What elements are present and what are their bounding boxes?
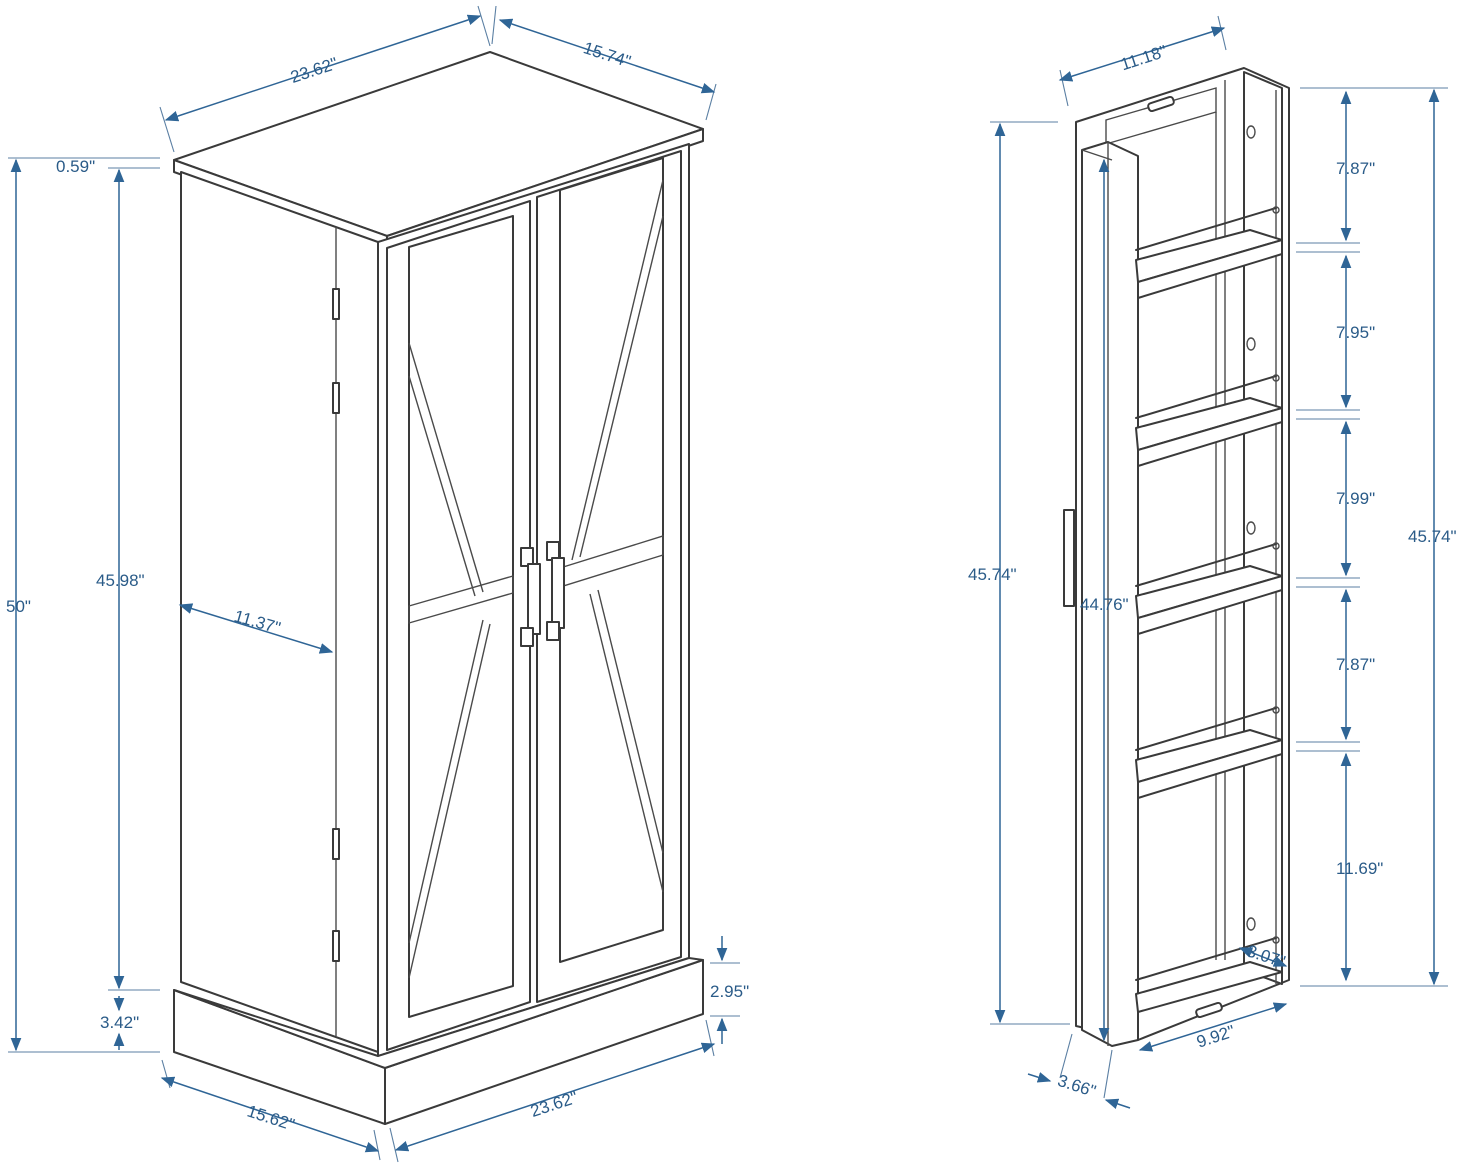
handle-plate-icon xyxy=(1147,95,1175,113)
rack-front-post xyxy=(1081,141,1139,1047)
shelf-gap-5-label: 11.69" xyxy=(1336,859,1383,878)
door-handle-icon xyxy=(1063,509,1075,607)
hinge-icon xyxy=(332,382,340,414)
top-thickness-label: 0.59" xyxy=(56,157,95,176)
base-depth-label: 15.62" xyxy=(245,1102,297,1135)
hinge-icon xyxy=(332,288,340,320)
rack-height-label: 45.74" xyxy=(1408,527,1457,546)
door-handle-icon xyxy=(520,547,541,647)
cabinet-side-panel xyxy=(180,171,379,1053)
rack-shelf xyxy=(1135,374,1283,467)
rack-depth-label: 11.18" xyxy=(1118,42,1169,75)
door-height-label: 45.74" xyxy=(968,565,1017,584)
body-height-label: 45.98" xyxy=(96,571,145,590)
base-height-label: 3.42" xyxy=(100,1013,139,1032)
inner-width-label: 9.92" xyxy=(1194,1022,1237,1052)
hinge-icon xyxy=(332,930,340,962)
top-depth-label: 15.74" xyxy=(581,38,633,71)
base-width-label: 23.62" xyxy=(528,1088,580,1121)
rack-shelf xyxy=(1135,206,1283,299)
mount-hole-icon xyxy=(1246,125,1256,139)
frame-height-label: 44.76" xyxy=(1080,595,1129,614)
mount-hole-icon xyxy=(1246,917,1256,931)
shelf-gap-2-label: 7.95" xyxy=(1336,323,1375,342)
door-thickness-label: 3.66" xyxy=(1055,1071,1098,1101)
shelf-gap-4-label: 7.87" xyxy=(1336,655,1375,674)
mount-hole-icon xyxy=(1246,337,1256,351)
top-width-label: 23.62" xyxy=(288,54,340,87)
shelf-gap-1-label: 7.87" xyxy=(1336,159,1375,178)
shelf-gap-3-label: 7.99" xyxy=(1336,489,1375,508)
mount-hole-icon xyxy=(1246,521,1256,535)
hinge-icon xyxy=(332,828,340,860)
door-rack-drawing xyxy=(1063,67,1290,1047)
rack-shelf xyxy=(1135,936,1283,1013)
cabinet-drawing xyxy=(173,51,704,1125)
door-handle-icon xyxy=(546,541,565,641)
toe-kick-label: 2.95" xyxy=(710,982,749,1001)
overall-height-label: 50" xyxy=(6,597,31,616)
rack-shelf xyxy=(1135,542,1283,635)
rack-shelf xyxy=(1135,706,1283,799)
